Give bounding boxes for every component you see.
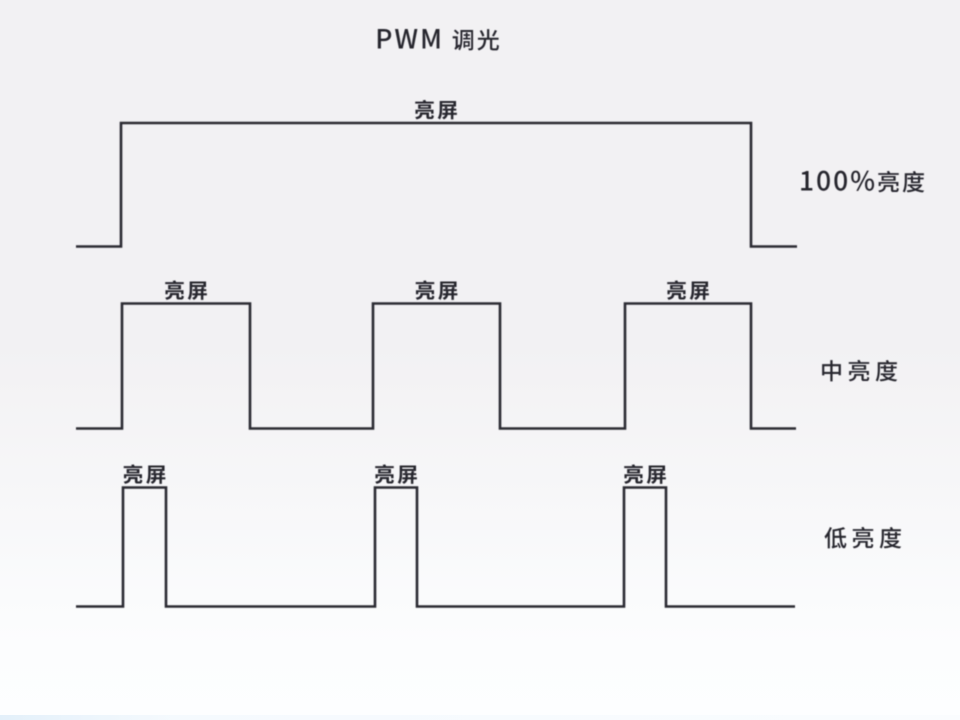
brightness-label-full-brightness <box>801 170 925 193</box>
pulse-label-full-brightness-1 <box>415 99 457 120</box>
pulse-label-medium-brightness-3 <box>667 280 709 300</box>
pulse-label-low-brightness-1 <box>123 464 166 484</box>
brightness-label-low-brightness <box>824 526 902 549</box>
waveform-low-brightness <box>76 486 795 608</box>
row-full-brightness <box>76 99 925 248</box>
pulse-label-low-brightness-2 <box>375 464 417 484</box>
bottom-edge-tint <box>0 715 960 720</box>
waveform-medium-brightness <box>76 302 796 430</box>
brightness-label-medium-brightness <box>822 359 898 382</box>
row-medium-brightness <box>76 280 898 430</box>
pulse-label-medium-brightness-1 <box>165 280 207 300</box>
row-low-brightness <box>76 464 902 608</box>
pulse-label-low-brightness-3 <box>624 464 666 484</box>
page-title <box>377 29 499 51</box>
waveform-full-brightness <box>76 121 797 248</box>
pulse-label-medium-brightness-2 <box>415 280 458 300</box>
